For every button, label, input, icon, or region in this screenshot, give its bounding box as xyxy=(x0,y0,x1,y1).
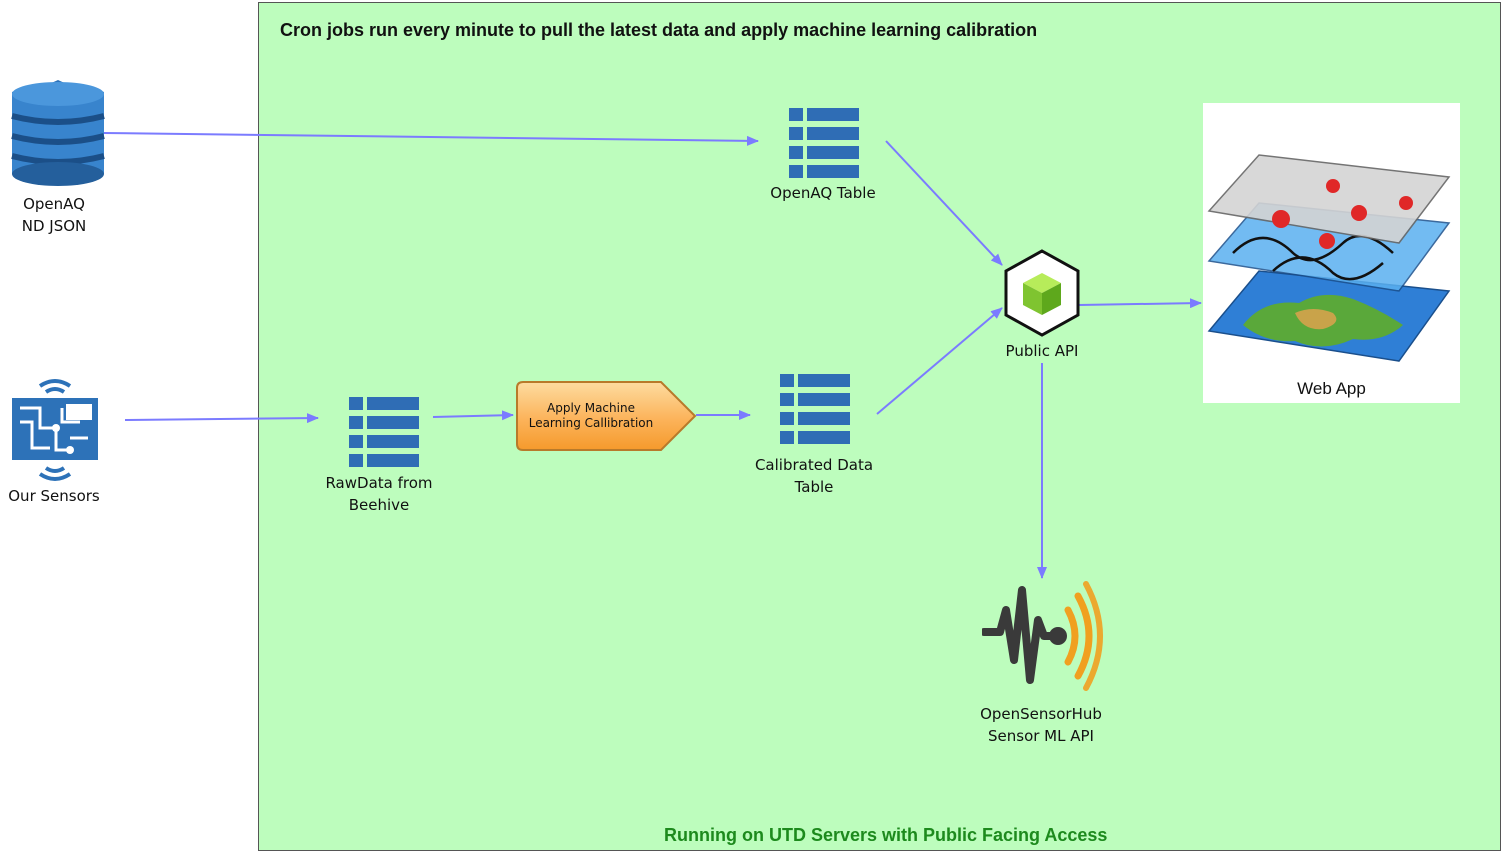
openaq-table-icon xyxy=(789,108,859,178)
calibration-step-shape xyxy=(516,381,697,451)
calibration-step-label: Apply Machine Learning Callibration xyxy=(517,401,665,431)
calibration-line1: Apply Machine xyxy=(547,401,635,415)
web-app-label: Web App xyxy=(1297,379,1366,398)
rawdata-line2: Beehive xyxy=(348,496,410,514)
opensensorhub-logo-icon xyxy=(982,581,1103,691)
arrow-sensors-to-rawdata xyxy=(124,413,319,424)
map-layers-icon xyxy=(1207,154,1451,362)
sensor-circuit-icon xyxy=(12,379,98,481)
calibration-line2: Learning Callibration xyxy=(528,416,654,430)
arrow-rawdata-to-calibration xyxy=(432,410,514,421)
web-app-card: Web App xyxy=(1203,103,1460,403)
openaq-source-line1: OpenAQ xyxy=(23,195,85,213)
arrow-openaqtable-to-api xyxy=(885,140,1003,266)
opensensorhub-line1: OpenSensorHub xyxy=(980,705,1102,723)
arrow-openaq-to-table xyxy=(102,132,759,146)
opensensorhub-line2: Sensor ML API xyxy=(988,727,1094,745)
arrow-calibrated-to-api xyxy=(876,307,1003,415)
calibrated-table-icon xyxy=(780,374,850,444)
calibrated-line1: Calibrated Data xyxy=(754,456,874,474)
arrow-api-to-webapp xyxy=(1078,298,1202,309)
rawdata-table-icon xyxy=(349,397,419,467)
opensensorhub-label: OpenSensorHub Sensor ML API xyxy=(966,703,1116,747)
openaq-table-label: OpenAQ Table xyxy=(770,184,876,202)
calibrated-line2: Table xyxy=(794,478,834,496)
database-stack-icon xyxy=(11,80,105,186)
cube-icon xyxy=(1004,249,1080,337)
rawdata-line1: RawData from xyxy=(325,474,433,492)
diagram-header: Cron jobs run every minute to pull the l… xyxy=(280,20,1038,40)
our-sensors-label: Our Sensors xyxy=(8,487,100,505)
calibrated-table-label: Calibrated Data Table xyxy=(752,454,876,498)
public-api-label: Public API xyxy=(1005,342,1079,360)
diagram-footer: Running on UTD Servers with Public Facin… xyxy=(664,825,1108,845)
openaq-source-line2: ND JSON xyxy=(21,217,87,235)
openaq-source-label: OpenAQ ND JSON xyxy=(14,193,94,237)
rawdata-table-label: RawData from Beehive xyxy=(318,472,440,516)
